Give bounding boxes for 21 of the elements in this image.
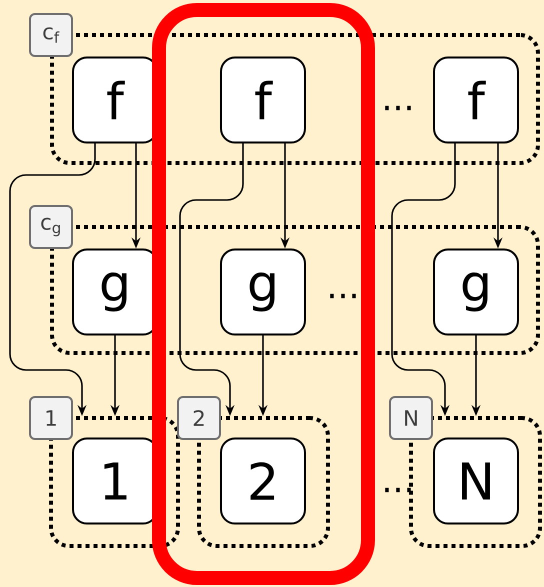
tag-label: c$_{f}$	[29, 13, 73, 57]
dotted-group	[29, 396, 180, 548]
function-box: N	[433, 438, 519, 524]
tag-label: 1	[29, 396, 73, 440]
function-box: f	[220, 56, 306, 144]
function-box: f	[433, 56, 519, 144]
function-box: f	[72, 56, 158, 144]
function-box: g	[220, 248, 306, 336]
ellipsis: ...	[385, 488, 411, 492]
function-box: g	[72, 248, 158, 336]
ellipsis: ...	[330, 294, 356, 298]
function-box: 2	[220, 438, 306, 524]
ellipsis: ...	[385, 106, 411, 110]
tag-label: c$_{g}$	[29, 205, 73, 249]
dotted-group	[29, 205, 540, 355]
tag-label: 2	[177, 396, 221, 440]
function-box: g	[433, 248, 519, 336]
function-box: 1	[72, 438, 158, 524]
dotted-group	[177, 396, 330, 548]
dotted-group	[29, 13, 540, 165]
tag-label: N	[389, 396, 433, 440]
